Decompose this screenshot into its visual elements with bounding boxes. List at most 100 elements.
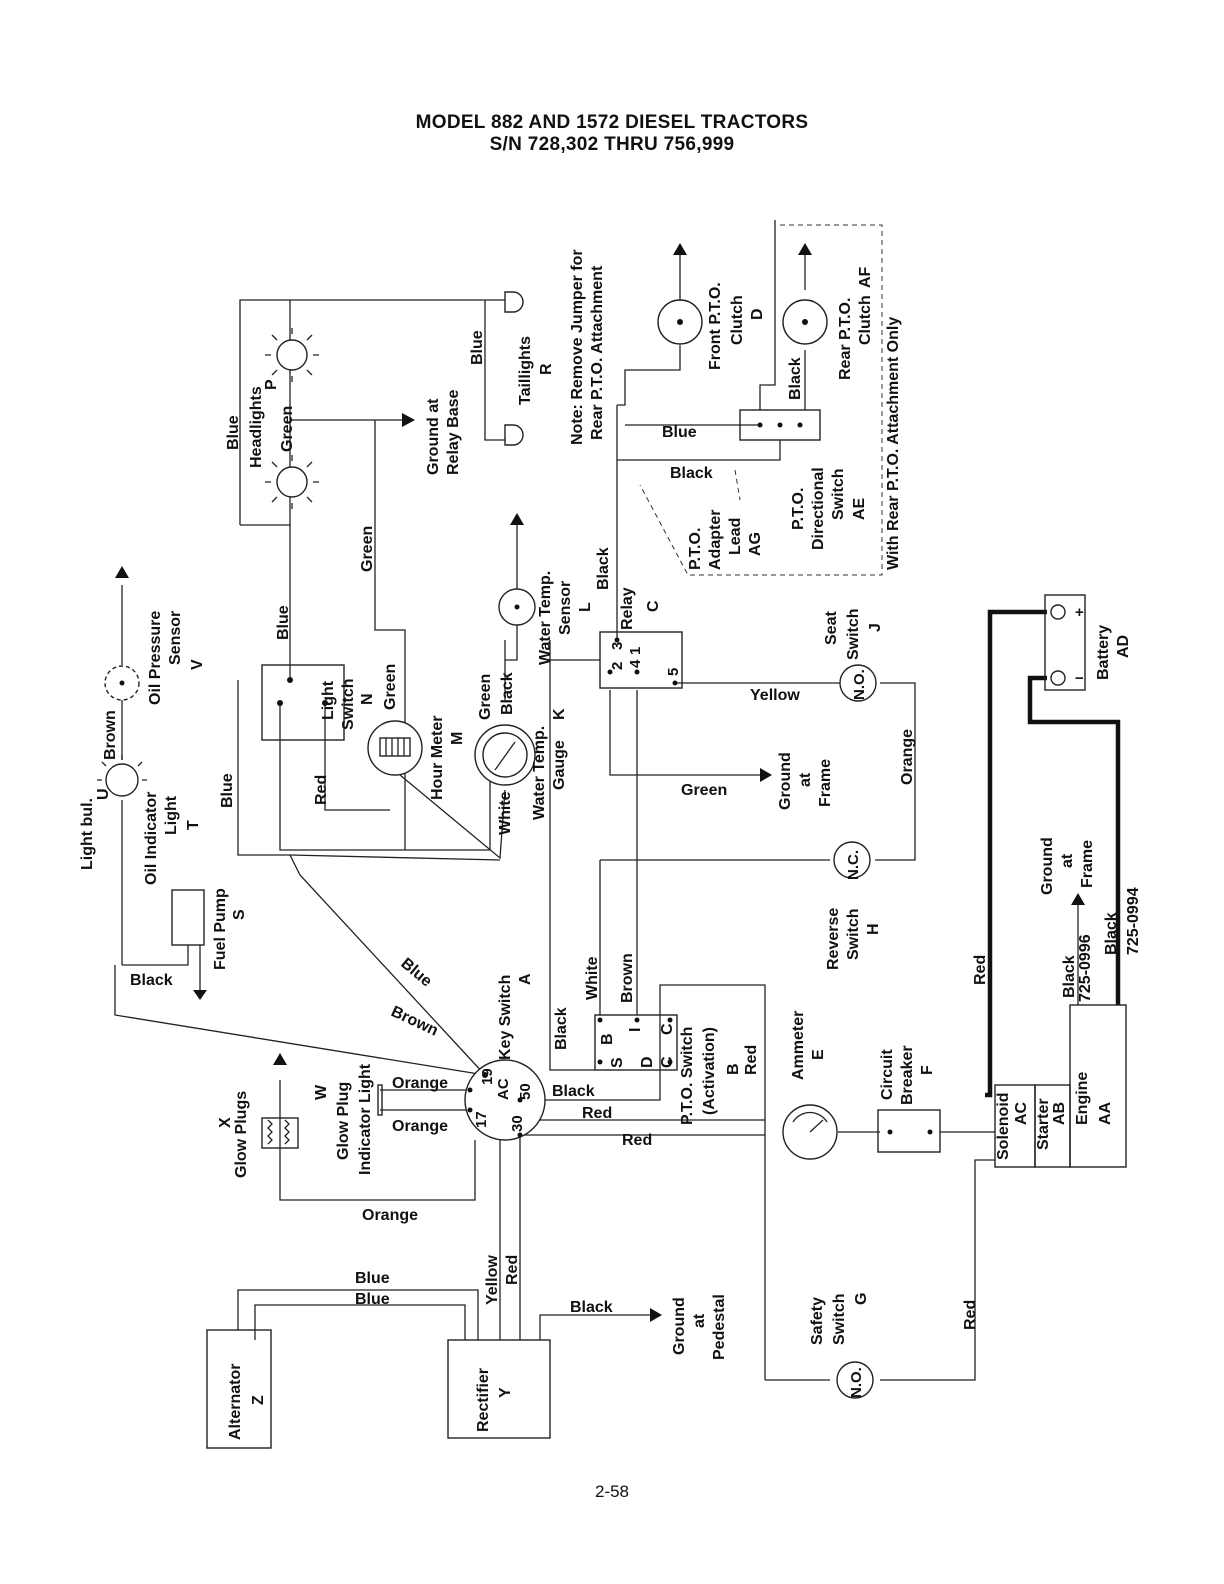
code-relay: C [645,600,662,612]
label-rear-pto-1: Rear P.T.O. [837,298,854,380]
code-light-switch: N [359,693,376,705]
note-jumper-1: Note: Remove Jumper for [569,249,586,445]
label-pto-dir-1: P.T.O. [790,488,807,530]
water-temp-gauge [474,724,536,786]
headlight-lower [265,455,319,509]
label-green-headlights: Green [279,406,296,452]
code-taillights: R [538,363,555,375]
glow-plug-indicator-light [377,1084,383,1116]
label-ground-frame-right-2: at [1059,853,1076,868]
battery [1044,594,1086,691]
seat-state: N.O. [851,669,868,700]
label-glow-indicator-1: Glow Plug [335,1082,352,1160]
label-black-relay: Black [595,547,612,590]
label-green-main: Green [359,526,376,572]
relay [599,631,683,689]
label-ground-relay-1: Ground at [425,398,442,475]
relay-pin-3: 3 [609,642,626,650]
code-solenoid: AC [1013,1101,1030,1125]
label-seat-1: Seat [823,611,840,645]
code-battery: AD [1115,635,1132,658]
label-breaker-1: Circuit [879,1049,896,1100]
label-ground-frame-right-3: Frame [1079,840,1096,888]
key-term-19: 19 [479,1068,496,1085]
code-breaker: F [919,1065,936,1075]
label-pto-dir-3: Switch [830,468,847,520]
label-ground-pedestal-1: Ground [671,1297,688,1355]
pto-term-d: D [639,1056,656,1068]
code-oil-indicator: T [185,820,202,830]
label-black-frame-2: Black [1103,912,1120,955]
code-safety: G [853,1293,870,1305]
label-black-pto: Black [670,465,713,482]
code-pto-adapter: AG [747,532,764,556]
label-pto-adapter-1: P.T.O. [687,528,704,570]
label-water-sensor-2: Sensor [557,581,574,635]
label-ground-frame-right-1: Ground [1039,837,1056,895]
label-reverse-1: Reverse [825,908,842,970]
key-term-ac: AC [495,1078,512,1100]
label-orange-glow-1: Orange [392,1075,448,1092]
code-pto-switch: B [725,1063,742,1075]
wires [114,220,1121,1381]
label-red-key-out: Red [582,1105,612,1122]
label-brown-oil: Brown [102,710,119,760]
label-light-bulb: Light bul. [79,798,96,870]
label-black-key-out: Black [552,1083,595,1100]
label-blue-key: Blue [397,955,435,990]
label-rectifier: Rectifier [475,1368,492,1432]
label-blue-alt-1: Blue [355,1270,390,1287]
code-glow-plugs: X [217,1117,234,1128]
label-ground-frame-3: Frame [817,759,834,807]
code-rear-pto: AF [857,266,874,288]
water-temp-sensor [498,588,536,626]
label-red-safety: Red [962,1300,979,1330]
label-rear-pto-2: Clutch [857,295,874,345]
label-pto-adapter-3: Lead [727,518,744,555]
label-water-sensor-1: Water Temp. [537,571,554,665]
label-pto-switch-2: (Activation) [701,1027,718,1115]
glow-plugs [261,1117,299,1149]
label-alternator: Alternator [227,1364,244,1440]
label-starter: Starter [1035,1098,1052,1150]
code-water-sensor: L [577,602,594,612]
oil-indicator-light [97,755,147,797]
code-seat: J [867,623,884,632]
battery-minus: − [1075,670,1084,687]
code-front-pto: D [749,308,766,320]
diagram-subtitle: S/N 728,302 THRU 756,999 [489,134,735,155]
label-blue-lightswitch: Blue [275,605,292,640]
label-ground-relay-2: Relay Base [445,390,462,475]
reverse-state: N.C. [845,850,862,880]
code-fuel-pump: S [231,909,248,920]
relay-pin-1: 1 [627,647,644,655]
note-jumper-2: Rear P.T.O. Attachment [589,265,606,440]
label-light-switch-1: Light [320,680,337,720]
relay-pin-2: 2 [609,662,626,670]
label-fuel-pump: Fuel Pump [212,888,229,970]
key-term-17: 17 [473,1111,490,1128]
circuit-breaker [877,1109,941,1153]
label-green-gauge: Green [477,674,494,720]
label-oil-pressure-1: Oil Pressure [147,611,164,705]
taillight-upper [504,291,524,313]
code-pto-dir: AE [851,497,868,520]
note-rear-pto-only: With Rear P.T.O. Attachment Only [885,317,902,570]
label-battery: Battery [1095,625,1112,680]
code-reverse: H [865,923,882,935]
code-headlights: P [263,379,280,390]
label-key-switch: Key Switch [497,975,514,1060]
label-green-frame: Green [681,782,727,799]
label-red-battery: Red [972,955,989,985]
front-pto-clutch [657,299,703,345]
label-black-gauge: Black [499,672,516,715]
label-ammeter: Ammeter [790,1011,807,1080]
taillight-lower [504,424,524,446]
label-red-pto-sw: Red [743,1045,760,1075]
label-black-pedestal: Black [570,1299,613,1316]
label-glow-plugs: Glow Plugs [233,1091,250,1178]
label-blue-headlights: Blue [225,415,242,450]
code-hour-meter: M [449,732,466,745]
light-switch [261,664,345,741]
